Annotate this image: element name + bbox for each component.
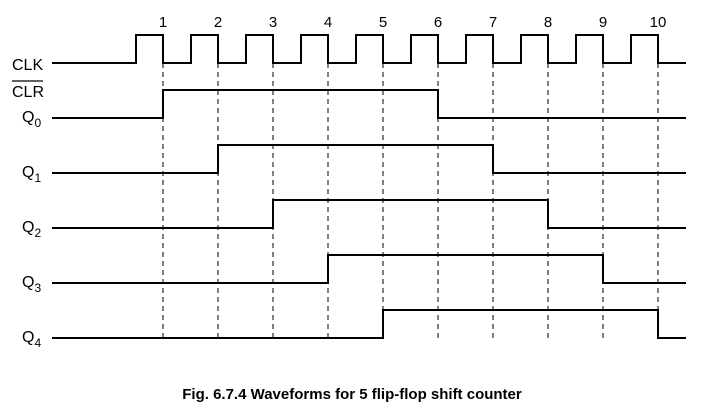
pulse-number: 2 <box>214 14 222 31</box>
clk-waveform <box>52 34 686 64</box>
q4-waveform <box>52 309 686 339</box>
q3-waveform <box>52 254 686 284</box>
clk-label: CLK <box>12 57 43 74</box>
signal-q3: Q3 <box>22 254 686 295</box>
pulse-guide-lines <box>162 63 659 340</box>
pulse-number: 9 <box>599 14 607 31</box>
pulse-number: 3 <box>269 14 277 31</box>
pulse-number: 10 <box>650 14 667 31</box>
q0-label: Q0 <box>22 109 41 130</box>
pulse-number: 1 <box>159 14 167 31</box>
pulse-number: 5 <box>379 14 387 31</box>
q1-waveform <box>52 144 686 174</box>
figure-caption: Fig. 6.7.4 Waveforms for 5 flip-flop shi… <box>182 386 522 403</box>
q1-label: Q1 <box>22 164 41 185</box>
q2-label: Q2 <box>22 219 41 240</box>
clr-label: CLR <box>12 84 44 101</box>
pulse-number: 4 <box>324 14 332 31</box>
pulse-number: 6 <box>434 14 442 31</box>
q0-waveform <box>52 89 686 119</box>
pulse-number: 7 <box>489 14 497 31</box>
signal-q1: Q1 <box>22 144 686 185</box>
q3-label: Q3 <box>22 274 41 295</box>
pulse-number: 8 <box>544 14 552 31</box>
q2-waveform <box>52 199 686 229</box>
signal-q2: Q2 <box>22 199 686 240</box>
q4-label: Q4 <box>22 329 41 350</box>
pulse-numbers: 1 2 3 4 5 6 7 8 9 10 <box>159 14 667 31</box>
signal-q4: Q4 <box>22 309 686 350</box>
signal-q0: Q0 <box>22 89 686 130</box>
